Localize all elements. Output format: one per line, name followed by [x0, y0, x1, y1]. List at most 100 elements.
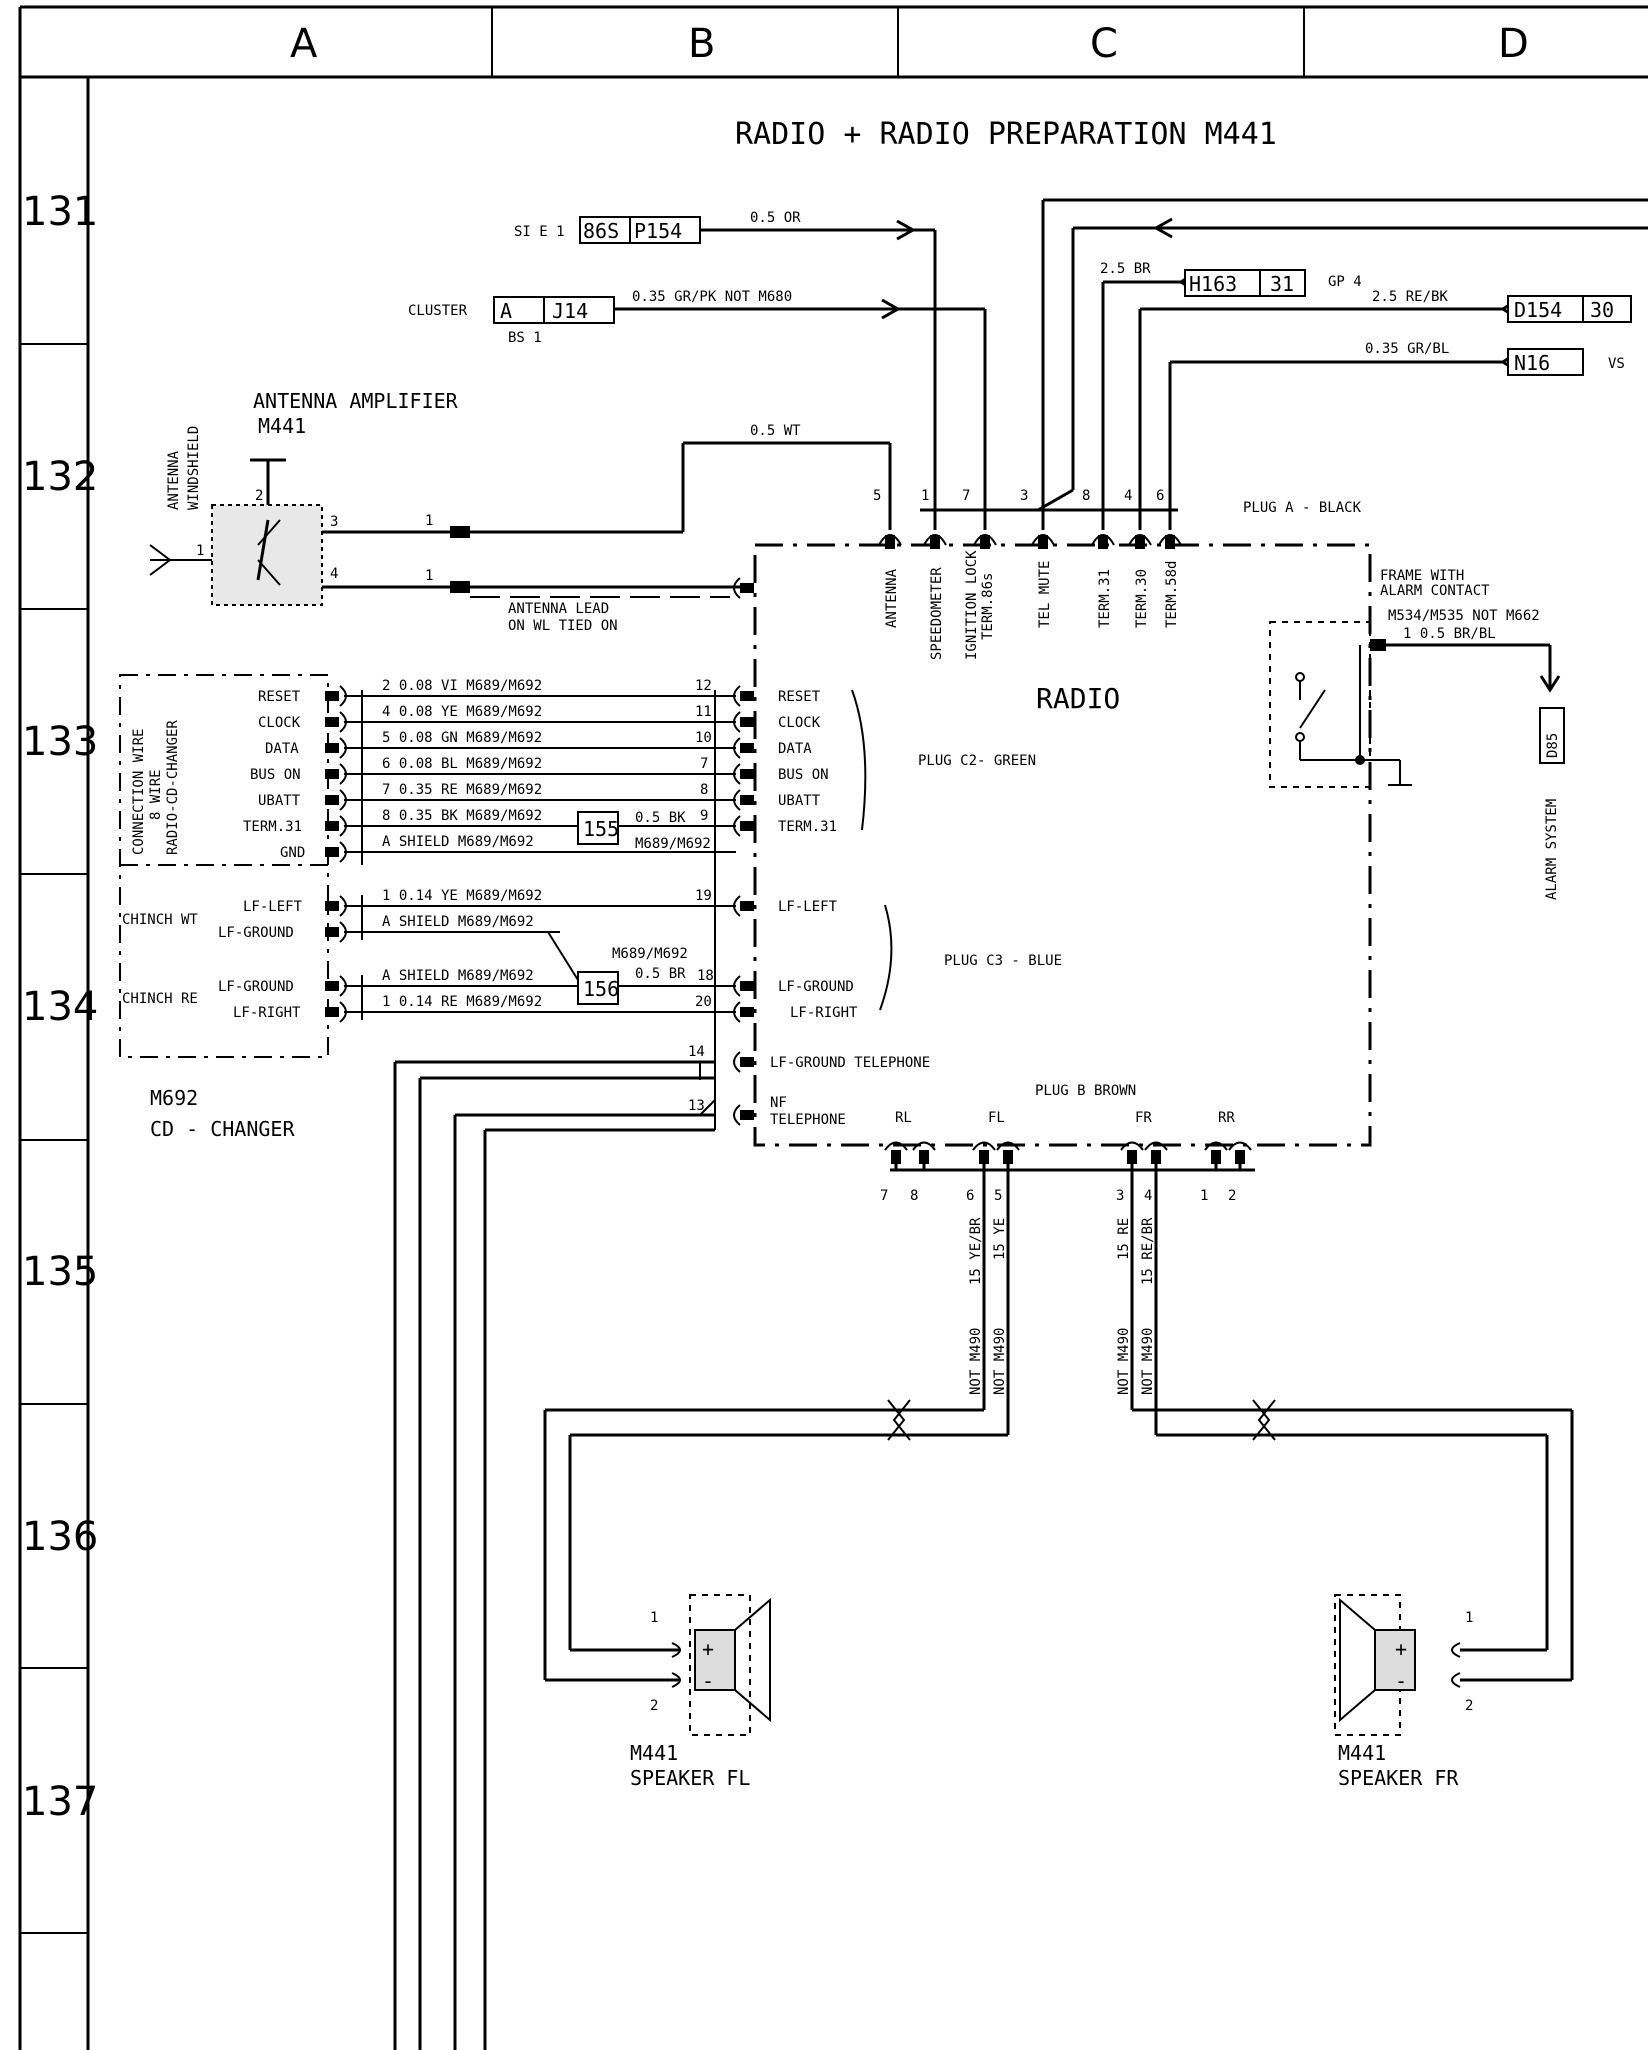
cluster-a-box — [493, 296, 545, 324]
amp-pin-2: 2 — [255, 488, 263, 504]
cd-left-label: RESET — [258, 689, 301, 705]
amp-pin-1: 1 — [196, 543, 204, 559]
splice-155-label: 155 — [583, 817, 619, 841]
plug-a-name: TERM.30 — [1134, 569, 1150, 628]
plug-a-label: PLUG A - BLACK — [1243, 500, 1362, 516]
speaker-fr-pin-1: 1 — [1465, 1610, 1473, 1626]
cd-left-label: UBATT — [258, 793, 301, 809]
fuse-86s-label: 86S — [583, 219, 619, 243]
splice-155-box — [577, 811, 619, 845]
speaker-pin — [972, 1141, 996, 1170]
n16-label: N16 — [1514, 351, 1550, 375]
speaker-group-label: FL — [988, 1110, 1005, 1126]
plug-a-name: TERM.58d — [1164, 561, 1180, 628]
cd-right-pin: 9 — [700, 808, 708, 824]
plug-a-name: SPEEDOMETER — [929, 567, 945, 660]
speaker-fr-plus: + — [1395, 1637, 1407, 1661]
not-m490-label: NOT M490 — [1140, 1328, 1156, 1395]
splice-156-label: 156 — [583, 977, 619, 1001]
plug-a-name: TEL MUTE — [1037, 561, 1053, 628]
cd-wire-text: A SHIELD M689/M692 — [382, 968, 534, 984]
alarm-system-label: ALARM SYSTEM — [1544, 799, 1560, 900]
cd-wire-text: 8 0.35 BK M689/M692 — [382, 808, 542, 824]
speaker-plug-b: RL FL FR RR 7 8 6 5 3 4 1 2 — [880, 1110, 1255, 1204]
cd-right-label: TELEPHONE — [770, 1112, 846, 1128]
plug-a-pin-4 — [1128, 510, 1152, 549]
antenna-lead-2: ON WL TIED ON — [508, 618, 618, 634]
cd-right-pin: 7 — [700, 756, 708, 772]
d154-label: D154 — [1514, 298, 1562, 322]
cd-name: CD - CHANGER — [150, 1117, 295, 1141]
speaker-wire-label: 15 YE/BR — [968, 1217, 984, 1285]
cd-right-pin: 11 — [695, 704, 712, 720]
speaker-group-label: RL — [895, 1110, 912, 1126]
speaker-wire-label: 15 RE/BR — [1140, 1217, 1156, 1285]
speaker-wire-label: 15 RE — [1116, 1218, 1132, 1260]
cd-left-label: LF-LEFT — [243, 899, 303, 915]
br05-label: 0.5 BR — [635, 966, 686, 982]
plug-a-pin-number: 7 — [962, 488, 970, 504]
wire-05or-label: 0.5 OR — [750, 210, 801, 226]
cd-right-pin: 10 — [695, 730, 712, 746]
plug-a-pin-number: 4 — [1124, 488, 1132, 504]
alarm-frame-1: FRAME WITH — [1380, 568, 1464, 584]
wire-25br-label: 2.5 BR — [1100, 261, 1151, 277]
row-label-136: 136 — [22, 1514, 98, 1560]
alarm-models: M534/M535 NOT M662 — [1388, 608, 1540, 624]
speaker-pin-number: 6 — [966, 1188, 974, 1204]
cd-changer: CONNECTION WIRE 8 WIRE RADIO-CD-CHANGER … — [119, 674, 329, 1141]
cd-right-pin: 14 — [688, 1044, 705, 1060]
antenna-amplifier: ANTENNA AMPLIFIER M441 ANTENNA WINDSHIEL… — [149, 389, 892, 634]
antenna-side-1: ANTENNA — [166, 450, 182, 510]
radio-unit: RADIO PLUG C2- GREEN PLUG C3 - BLUE PLUG… — [753, 500, 1372, 1147]
cd-right-label: LF-GROUND — [778, 979, 854, 995]
plug-a-pin-3 — [1031, 510, 1055, 549]
not-m490-label: NOT M490 — [968, 1328, 984, 1395]
speaker-fl-minus: - — [702, 1669, 714, 1693]
speaker-pin-number: 2 — [1228, 1188, 1236, 1204]
speaker-fl-plus: + — [702, 1637, 714, 1661]
gp4-label: GP 4 — [1328, 274, 1362, 290]
radio-label: RADIO — [1036, 682, 1120, 715]
cd-right-label: UBATT — [778, 793, 821, 809]
cd-wire-text: 7 0.35 RE M689/M692 — [382, 782, 542, 798]
speaker-fl-name: SPEAKER FL — [630, 1766, 750, 1790]
not-m490-label: NOT M490 — [1116, 1328, 1132, 1395]
splice-156-box — [577, 971, 619, 1005]
cluster-j14-label: J14 — [552, 299, 588, 323]
chinch-wt-label: CHINCH WT — [122, 912, 198, 928]
speaker-pin-number: 8 — [910, 1188, 918, 1204]
cd-right-label: NF — [770, 1095, 787, 1111]
alarm-wire: 1 0.5 BR/BL — [1403, 626, 1496, 642]
row-label-135: 135 — [22, 1249, 98, 1295]
speaker-pin — [1228, 1141, 1252, 1170]
plug-a-pin-8 — [1091, 510, 1115, 549]
amp-pin-3: 3 — [330, 514, 338, 530]
wire-035grbl-label: 0.35 GR/BL — [1365, 341, 1449, 357]
cd-left-label: DATA — [265, 741, 299, 757]
cd-side-1: CONNECTION WIRE — [131, 729, 147, 855]
cd-right-label: LF-RIGHT — [790, 1005, 858, 1021]
cd-wire-text: A SHIELD M689/M692 — [382, 834, 534, 850]
plug-a-name: TERM.31 — [1097, 569, 1113, 628]
wire-1a: 1 — [425, 513, 433, 529]
cd-wire-text: A SHIELD M689/M692 — [382, 914, 534, 930]
cd-left-label: CLOCK — [258, 715, 301, 731]
antenna-title-1: ANTENNA AMPLIFIER — [253, 389, 459, 413]
plug-a-name: TERM.86s — [980, 573, 996, 640]
m689-b-label: M689/M692 — [612, 946, 688, 962]
h163-31-label: 31 — [1270, 272, 1294, 296]
cluster-label: CLUSTER — [408, 303, 468, 319]
plug-a-pin-5 — [878, 510, 902, 549]
cd-left-label: LF-GROUND — [218, 979, 294, 995]
speaker-wire-label: 15 YE — [992, 1218, 1008, 1260]
cd-right-pin: 18 — [697, 968, 714, 984]
column-label-b: B — [688, 21, 715, 67]
speaker-fr-pin-2: 2 — [1465, 1698, 1473, 1714]
wire-25rebk-label: 2.5 RE/BK — [1372, 289, 1448, 305]
amp-pin-4: 4 — [330, 566, 338, 582]
plug-a-pin-number: 1 — [921, 488, 929, 504]
vs-label: VS — [1608, 356, 1625, 372]
speaker-fr-minus: - — [1395, 1669, 1407, 1693]
plug-a-pin-6 — [1158, 510, 1182, 549]
